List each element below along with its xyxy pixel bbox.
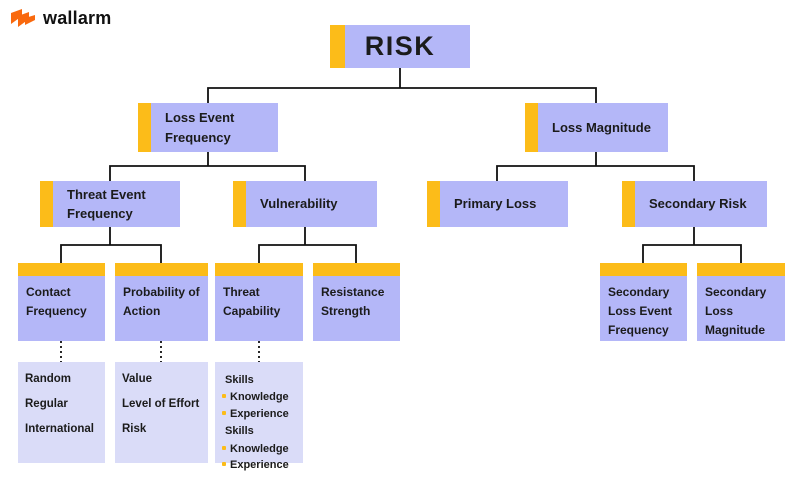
wallarm-logo: wallarm bbox=[10, 7, 111, 29]
node-secondary-loss-event-frequency: Secondary Loss Event Frequency bbox=[600, 263, 687, 341]
leaf-bullet-label: Experience bbox=[230, 458, 289, 471]
node-probability-of-action: Probability of Action bbox=[115, 263, 208, 341]
node-label: Threat Capability bbox=[223, 285, 281, 319]
node-label: Primary Loss bbox=[454, 196, 537, 212]
leaf-contact-frequency-details: Random Regular International bbox=[18, 362, 105, 463]
node-loss-event-frequency: Loss Event Frequency bbox=[138, 103, 278, 152]
leaf-bullet-label: Knowledge bbox=[230, 391, 289, 404]
leaf-group-title: Skills bbox=[225, 425, 254, 438]
node-vulnerability: Vulnerability bbox=[233, 181, 377, 227]
leaf-bullet-item: Knowledge bbox=[222, 442, 296, 457]
node-secondary-loss-magnitude: Secondary Loss Magnitude bbox=[697, 263, 785, 341]
node-contact-frequency: Contact Frequency bbox=[18, 263, 105, 341]
leaf-probability-of-action-details: Value Level of Effort Risk bbox=[115, 362, 208, 463]
node-label: Secondary Loss Event Frequency bbox=[608, 285, 673, 338]
leaf-bullet-item: Knowledge bbox=[222, 390, 296, 405]
node-loss-magnitude: Loss Magnitude bbox=[525, 103, 668, 152]
node-threat-capability: Threat Capability bbox=[215, 263, 303, 341]
node-label: Contact Frequency bbox=[26, 285, 87, 319]
bullet-icon bbox=[222, 445, 226, 450]
node-risk: RISK bbox=[330, 25, 470, 68]
leaf-bullet-label: Experience bbox=[230, 407, 289, 420]
wallarm-logo-text: wallarm bbox=[43, 7, 112, 28]
leaf-bullet-item: Experience bbox=[222, 407, 296, 422]
leaf-group-title: Skills bbox=[225, 374, 254, 386]
node-primary-loss: Primary Loss bbox=[427, 181, 568, 227]
leaf-item: Level of Effort bbox=[122, 398, 200, 411]
leaf-item: Risk bbox=[122, 423, 147, 436]
node-risk-label: RISK bbox=[364, 31, 436, 62]
node-label: Threat Event Frequency bbox=[67, 186, 146, 222]
bullet-icon bbox=[222, 461, 226, 466]
bullet-icon bbox=[222, 410, 226, 415]
leaf-item: Random bbox=[25, 373, 71, 385]
leaf-threat-capability-details: Skills Knowledge Experience Skills Knowl… bbox=[215, 362, 303, 471]
bullet-icon bbox=[222, 394, 226, 399]
node-secondary-risk: Secondary Risk bbox=[622, 181, 767, 227]
node-label: Secondary Loss Magnitude bbox=[705, 285, 767, 338]
node-threat-event-frequency: Threat Event Frequency bbox=[40, 181, 180, 227]
node-label: Loss Magnitude bbox=[552, 119, 651, 135]
node-label: Secondary Risk bbox=[649, 196, 747, 212]
wallarm-logo-icon bbox=[11, 9, 35, 27]
node-label: Vulnerability bbox=[260, 196, 338, 212]
leaf-item: Regular bbox=[25, 398, 68, 411]
leaf-bullet-item: Experience bbox=[222, 458, 296, 473]
node-resistance-strength: Resistance Strength bbox=[313, 263, 400, 341]
node-label: Resistance Strength bbox=[321, 285, 385, 319]
leaf-bullet-label: Knowledge bbox=[230, 442, 289, 455]
leaf-item: International bbox=[25, 423, 95, 436]
node-label: Loss Event Frequency bbox=[165, 110, 235, 145]
node-label: Probability of Action bbox=[123, 285, 200, 319]
leaf-item: Value bbox=[122, 373, 153, 385]
